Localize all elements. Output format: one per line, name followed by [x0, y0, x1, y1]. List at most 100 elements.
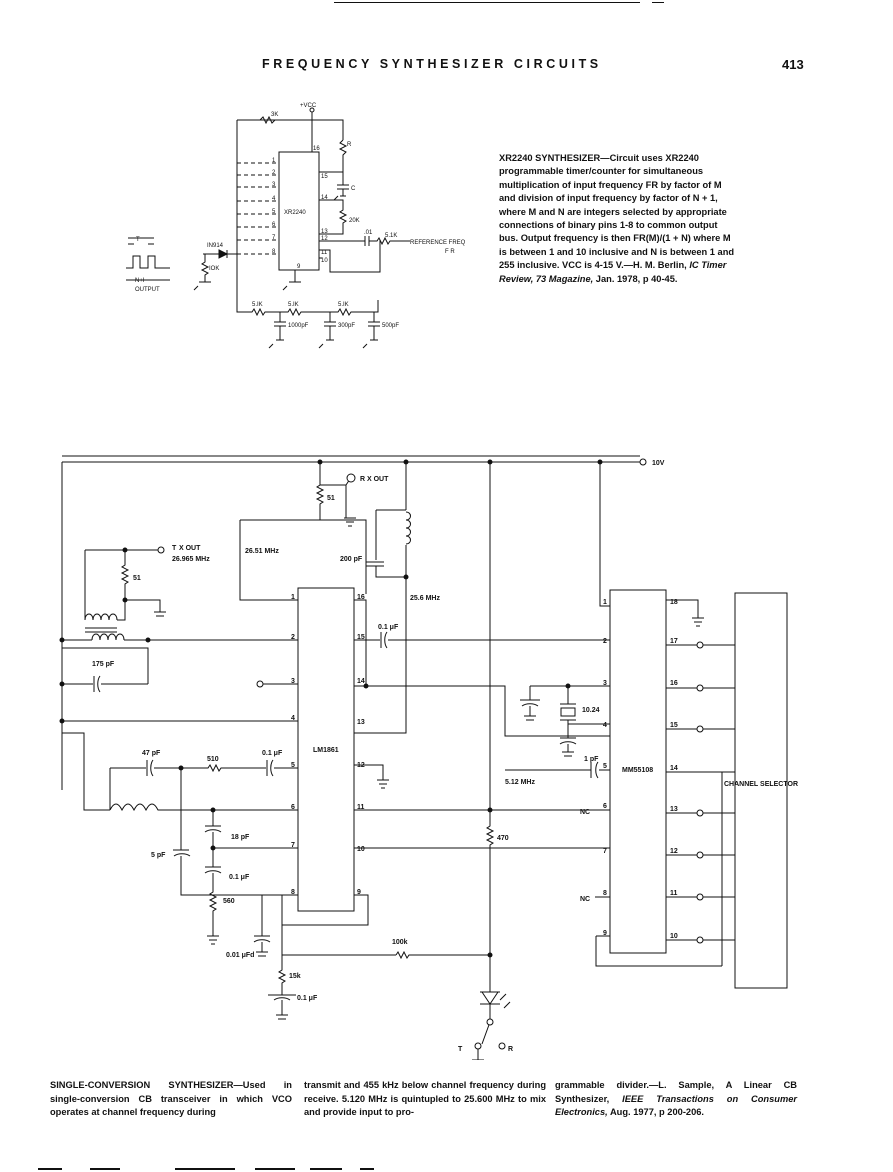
label-mm55108: MM55108	[622, 767, 653, 774]
lm1861-pin-numbers: 1 2 3 4 5 6 7 8 16 15 14 13 12 11 10 9	[291, 594, 365, 896]
pin-label: 14	[357, 678, 365, 685]
figure1-caption-body: —Circuit uses XR2240 programmable timer/…	[499, 153, 735, 271]
bottom-rule-3	[175, 1168, 235, 1170]
label-26-965-mhz: 26.965 MHz	[172, 556, 210, 563]
label-output: OUTPUT	[135, 287, 160, 293]
pin-label: 5	[603, 763, 607, 770]
pin-label: 7	[603, 848, 607, 855]
pin-label: 4	[603, 722, 607, 729]
label-5k1-b: 5.IK	[288, 302, 299, 308]
label-51-left: 51	[133, 575, 141, 582]
pin-label: 18	[670, 599, 678, 606]
label-10-24: 10.24	[582, 707, 600, 714]
figure1-caption-tail: Jan. 1978, p 40-45.	[593, 273, 678, 284]
label-0-1uf-d: 0.1 μF	[297, 995, 318, 1002]
label-switch-tx: T	[458, 1046, 463, 1053]
xr2240-pin-numbers: 1 2 3 4 5 6 7 8 16 15 14 13 12 11 10 9	[272, 146, 328, 270]
pin-label: 16	[313, 146, 320, 152]
label-510: 510	[207, 756, 219, 763]
label-r: R	[347, 142, 352, 148]
figure1-caption: XR2240 SYNTHESIZER—Circuit uses XR2240 p…	[499, 152, 739, 286]
cb-synthesizer-schematic: 10V R X OUT 51 26.51 MHz 200 pF 25.6 MHz…	[59, 455, 798, 1060]
pin-label: 8	[291, 889, 295, 896]
figure1-caption-source: IC Timer Review, 73 Magazine,	[499, 260, 727, 284]
top-rule	[334, 2, 640, 3]
label-nc-6: NC	[580, 809, 590, 816]
mm55108-pin-numbers: 1 2 3 4 5 6 7 8 9 18 17 16 15 14 13 12 1…	[603, 599, 678, 940]
label-nc-8: NC	[580, 896, 590, 903]
running-header: FREQUENCY SYNTHESIZER CIRCUITS	[262, 57, 602, 71]
bottom-rule-4	[255, 1168, 295, 1170]
pin-label: 16	[357, 594, 365, 601]
label-reference-freq: REFERENCE FREQ	[410, 240, 466, 246]
pin-label: 9	[357, 889, 361, 896]
label-fr: F R	[445, 249, 455, 255]
channel-selector-text: CHANNEL SELECTOR	[724, 781, 798, 788]
figure2-caption-col2: transmit and 455 kHz below channel frequ…	[304, 1079, 546, 1120]
label-10k: IOK	[209, 266, 219, 272]
label-tx: T	[172, 545, 177, 552]
label-470: 470	[497, 835, 509, 842]
label-500pf: 500pF	[382, 323, 399, 329]
label-c: C	[351, 186, 356, 192]
pin-label: 2	[291, 634, 295, 641]
label-period-nt: N+I	[135, 278, 145, 284]
label-100k: 100k	[392, 939, 408, 946]
pin-label: 1	[272, 158, 276, 164]
pin-label: 8	[603, 890, 607, 897]
label-0-1uf-a: 0.1 μF	[262, 750, 283, 757]
label-26-51-mhz: 26.51 MHz	[245, 548, 279, 555]
xr2240-schematic: +VCC 3K R C 20K .01 5.1K REFERENCE FREQ …	[126, 103, 466, 349]
pin-label: 13	[357, 719, 365, 726]
figure2-caption-col2-text: transmit and 455 kHz below channel frequ…	[304, 1080, 546, 1118]
label-rx: R	[360, 476, 365, 483]
label-0-1uf-c: 0.1 μF	[229, 874, 250, 881]
label-rx-out: X OUT	[367, 476, 389, 483]
pin-label: 15	[321, 174, 328, 180]
lm1861-chip	[297, 587, 355, 912]
pin-label: 4	[291, 715, 295, 722]
pin-label: 10	[321, 258, 328, 264]
label-5k1-out: 5.1K	[385, 233, 397, 239]
top-rule-short	[652, 2, 664, 3]
bottom-rule-6	[360, 1168, 374, 1170]
label-300pf: 300pF	[338, 323, 355, 329]
label-0-1uf-b: 0.1 μF	[378, 624, 399, 631]
pin-label: 12	[670, 848, 678, 855]
label-560: 560	[223, 898, 235, 905]
label-1pf: 1 pF	[584, 756, 599, 763]
figure2-caption-col3: grammable divider.—L. Sample, A Linear C…	[555, 1079, 797, 1120]
label-0-01ufd: 0.01 μFd	[226, 952, 254, 959]
pin-label: 11	[321, 250, 328, 256]
bottom-rule-1	[38, 1168, 62, 1170]
label-20k: 20K	[349, 218, 360, 224]
pin-label: 13	[321, 229, 328, 235]
pin-label: 6	[291, 804, 295, 811]
channel-selector-box	[734, 592, 788, 989]
pin-label: 10	[357, 846, 365, 853]
label-200pf: 200 pF	[340, 556, 363, 563]
figure2-caption-col1-text: —Used in single-conversion CB transceive…	[50, 1080, 292, 1118]
pin-label: 2	[603, 638, 607, 645]
label-10v: 10V	[652, 460, 665, 467]
pin-label: 3	[291, 678, 295, 685]
pin-label: 9	[297, 264, 301, 270]
label-period-t: T	[136, 237, 140, 243]
pin-label: 5	[291, 762, 295, 769]
pin-label: 3	[272, 182, 276, 188]
label-25-6-mhz: 25.6 MHz	[410, 595, 440, 602]
pin-label: 15	[670, 722, 678, 729]
label-lm1861: LM1861	[313, 747, 339, 754]
label-15k: 15k	[289, 973, 301, 980]
pin-label: 11	[357, 804, 365, 811]
pin-label: 5	[272, 209, 276, 215]
xr2240-chip	[278, 151, 320, 271]
pin-label: 3	[603, 680, 607, 687]
label-51-top: 51	[327, 495, 335, 502]
label-switch-rx: R	[508, 1046, 513, 1053]
pin-label: 1	[291, 594, 295, 601]
pin-label: 6	[603, 803, 607, 810]
label-vcc: +VCC	[300, 103, 317, 109]
pin-label: 6	[272, 222, 276, 228]
label-175pf: 175 pF	[92, 661, 115, 668]
